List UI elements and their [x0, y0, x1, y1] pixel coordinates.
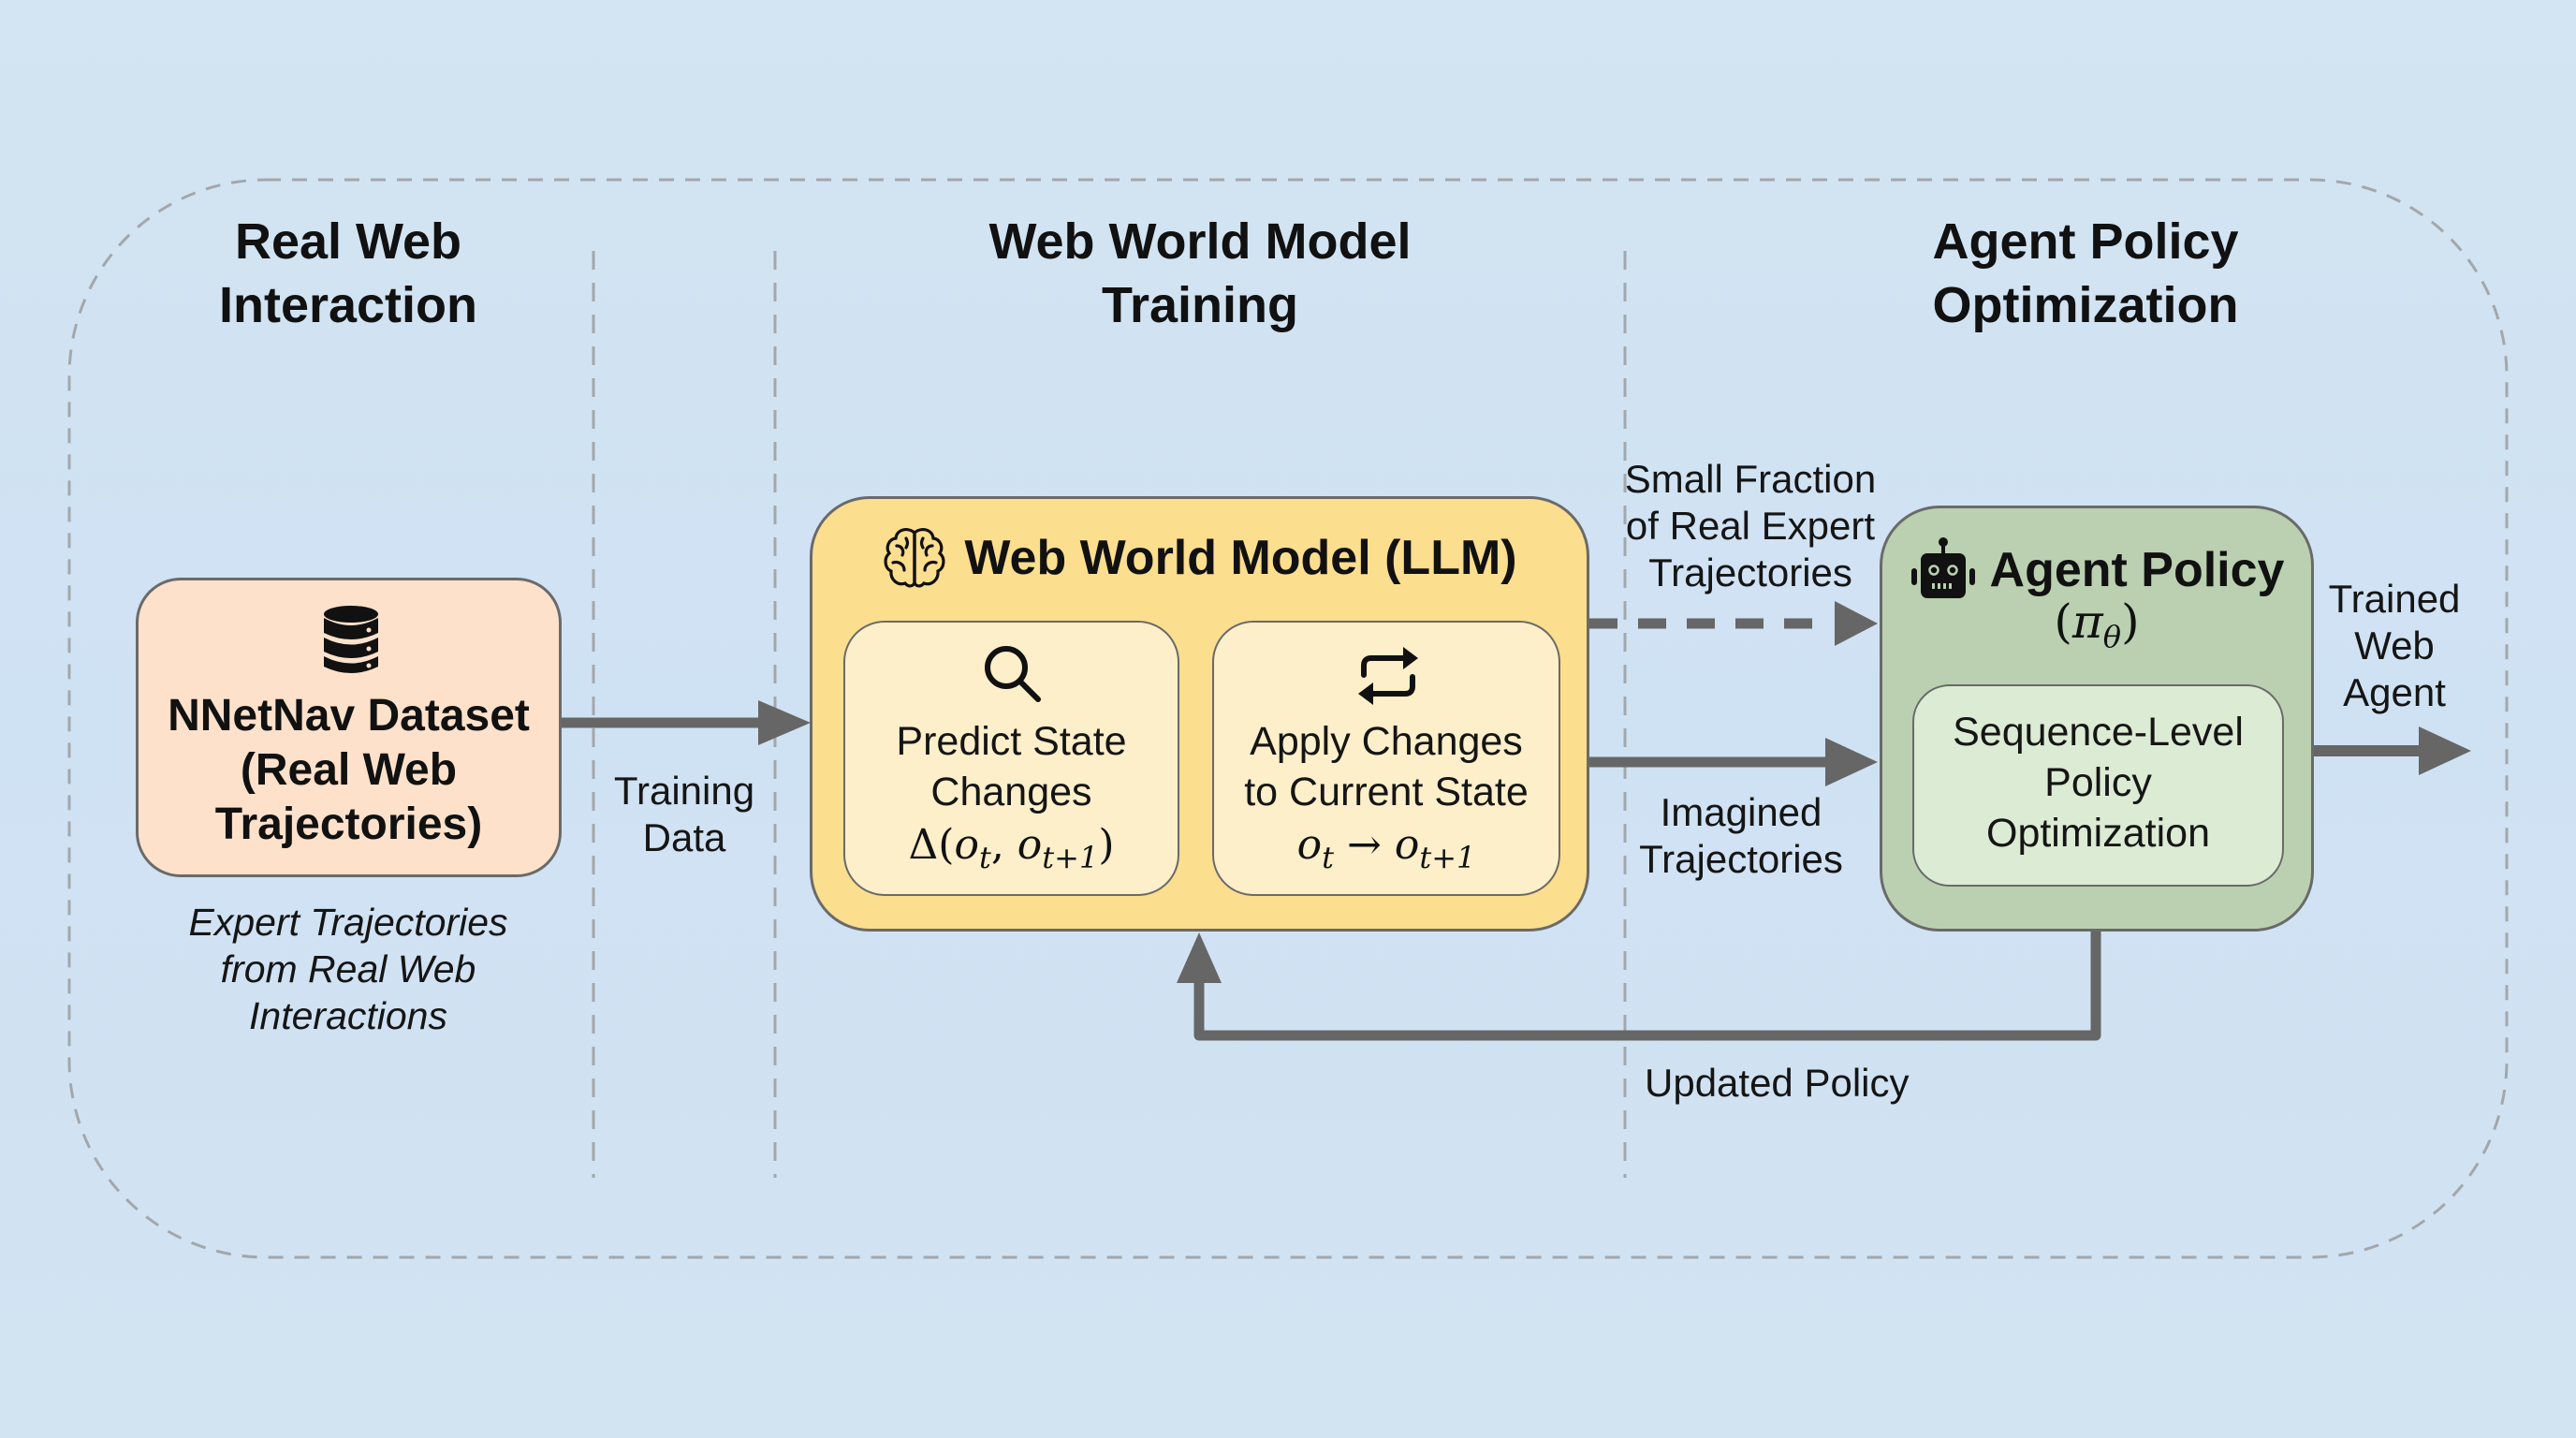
dataset-caption: Expert Trajectories from Real Web Intera…	[188, 899, 507, 1039]
column-title-line: Interaction	[218, 277, 478, 333]
training-data-label: Training Data	[614, 768, 754, 861]
column-title-real-web-interaction: Real Web Interaction	[219, 210, 477, 337]
search-icon	[982, 643, 1044, 705]
subscript: t	[1322, 840, 1334, 875]
agent-policy-box[interactable]: Agent Policy (πθ) Sequence-Level Policy …	[1880, 506, 2314, 932]
dataset-box[interactable]: NNetNav Dataset (Real Web Trajectories)	[136, 578, 562, 877]
dataset-title-line: NNetNav Dataset	[168, 691, 530, 741]
dataset-title-line: (Real Web	[240, 745, 458, 795]
world-model-header: Web World Model (LLM)	[812, 525, 1587, 591]
label-line: Sequence-Level	[1953, 710, 2244, 755]
agent-policy-header: Agent Policy	[1882, 536, 2311, 604]
column-title-agent-policy-optimization: Agent Policy Optimization	[1932, 210, 2238, 337]
updated-policy-feedback-arrow	[1193, 932, 2101, 1041]
subscript: t	[978, 840, 991, 875]
database-icon	[322, 605, 380, 676]
predict-state-changes-box[interactable]: Predict State Changes Δ(ot, ot+1)	[843, 621, 1179, 896]
label-line: Web	[2354, 624, 2435, 668]
updated-policy-arrowhead	[1177, 932, 1222, 983]
right-arrow-symbol: →	[1333, 821, 1395, 869]
caption-line: Interactions	[249, 994, 447, 1037]
apply-changes-box[interactable]: Apply Changes to Current State ot → ot+1	[1212, 621, 1560, 896]
caption-line: from Real Web	[220, 947, 476, 990]
brain-icon	[882, 525, 947, 591]
agent-policy-title: Agent Policy	[1989, 543, 2285, 597]
trained-web-agent-label: Trained Web Agent	[2329, 576, 2461, 716]
column-title-line: Training	[1101, 277, 1299, 333]
imagined-trajectories-label: Imagined Trajectories	[1639, 789, 1843, 883]
transition-formula: ot → ot+1	[1214, 821, 1559, 873]
label-line: Small Fraction	[1624, 457, 1877, 501]
label-line: Data	[642, 815, 726, 859]
label-line: Apply Changes	[1250, 719, 1523, 764]
label-line: Trained	[2328, 577, 2461, 621]
world-model-title: Web World Model (LLM)	[964, 531, 1517, 585]
delta-symbol: Δ	[908, 821, 939, 869]
theta-subscript: θ	[2102, 619, 2122, 654]
label-line: Optimization	[1986, 811, 2210, 856]
label-line: Changes	[930, 770, 1092, 814]
sync-arrows-icon	[1354, 643, 1422, 709]
predict-state-changes-label: Predict State Changes	[845, 716, 1178, 817]
robot-icon	[1910, 536, 1977, 604]
label-line: Agent	[2343, 670, 2446, 714]
label-line: Training	[613, 769, 755, 813]
label-line: Predict State	[896, 719, 1127, 764]
paren: )	[2121, 594, 2140, 649]
column-title-line: Real Web	[234, 213, 462, 270]
label-line: of Real Expert	[1625, 504, 1876, 548]
pi-symbol: π	[2071, 594, 2103, 649]
trained-agent-arrowhead	[2419, 726, 2471, 775]
column-title-line: Web World Model	[988, 213, 1412, 270]
policy-symbol: (πθ)	[1882, 594, 2311, 652]
updated-policy-label: Updated Policy	[1645, 1061, 1910, 1105]
observation-symbol: o	[1017, 821, 1043, 869]
label-line: Policy	[2044, 760, 2152, 805]
expert-trajectories-label: Small Fraction of Real Expert Trajectori…	[1625, 456, 1876, 596]
column-title-line: Optimization	[1932, 277, 2239, 333]
column-title-world-model-training: Web World Model Training	[989, 210, 1412, 337]
paren: (	[2054, 594, 2072, 649]
subscript: t+1	[1042, 840, 1099, 875]
caption-line: Expert Trajectories	[188, 901, 508, 944]
column-title-line: Agent Policy	[1932, 213, 2239, 270]
label-line: Imagined	[1660, 790, 1822, 834]
outer-dashed-frame	[67, 178, 2509, 1259]
paren: (	[938, 821, 955, 869]
label-line: Trajectories	[1639, 837, 1843, 881]
sequence-level-optimization-label: Sequence-Level Policy Optimization	[1914, 707, 2282, 858]
expert-trajectories-arrowhead	[1835, 601, 1878, 646]
delta-formula: Δ(ot, ot+1)	[845, 821, 1178, 873]
label-line: Trajectories	[1648, 550, 1852, 594]
apply-changes-label: Apply Changes to Current State	[1214, 716, 1559, 817]
subscript: t+1	[1419, 840, 1476, 875]
sequence-level-optimization-box[interactable]: Sequence-Level Policy Optimization	[1912, 684, 2284, 887]
world-model-box[interactable]: Web World Model (LLM) Predict State Chan…	[810, 496, 1589, 932]
paren: )	[1098, 821, 1115, 869]
imagined-trajectories-arrowhead	[1825, 738, 1878, 786]
training-data-arrowhead	[758, 700, 811, 745]
observation-symbol: o	[1394, 821, 1420, 869]
observation-symbol: o	[954, 821, 979, 869]
label-line: to Current State	[1244, 770, 1529, 814]
dataset-title: NNetNav Dataset (Real Web Trajectories)	[139, 689, 559, 852]
observation-symbol: o	[1296, 821, 1323, 869]
comma: ,	[990, 821, 1017, 869]
dataset-title-line: Trajectories)	[214, 800, 483, 849]
